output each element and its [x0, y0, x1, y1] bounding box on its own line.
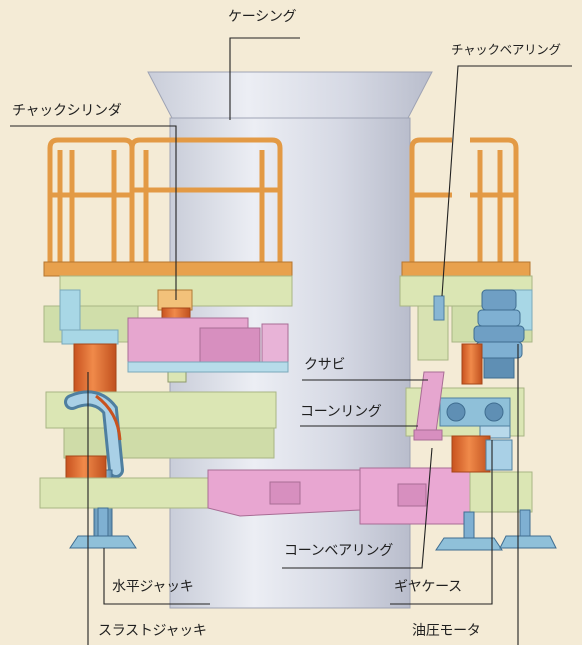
label-gear-case: ギヤケース: [394, 579, 462, 595]
platform-deck-right: [401, 261, 531, 277]
thrust-jack-cylinder-left: [61, 329, 119, 397]
label-hydraulic-motor: 油圧モータ: [412, 623, 481, 639]
label-casing: ケーシング: [228, 9, 297, 25]
thrust-jack-lower-right: [451, 435, 513, 473]
chuck-wedge-assembly: [127, 317, 289, 373]
foot-pads: [69, 507, 557, 551]
label-horizontal-jack: 水平ジャッキ: [112, 579, 194, 595]
cone-bearing-assembly: [39, 467, 533, 525]
label-cone-ring: コーンリング: [300, 404, 382, 420]
platform-deck-left: [43, 261, 293, 277]
leader-lines: [10, 37, 572, 645]
label-cone-bearing: コーンベアリング: [284, 543, 393, 559]
cone-ring-part: [413, 371, 445, 441]
label-wedge: クサビ: [304, 357, 346, 373]
label-chuck-cylinder: チャックシリンダ: [12, 103, 122, 119]
chuck-bearing-part: [417, 295, 449, 361]
platform-railing: [47, 137, 519, 268]
label-chuck-bearing: チャックベアリング: [451, 42, 561, 57]
thrust-jack-lower-left: [65, 455, 107, 481]
hydraulic-motor-body: [461, 289, 525, 385]
gear-case-body: [439, 397, 511, 439]
label-thrust-jack: スラストジャッキ: [98, 623, 207, 639]
